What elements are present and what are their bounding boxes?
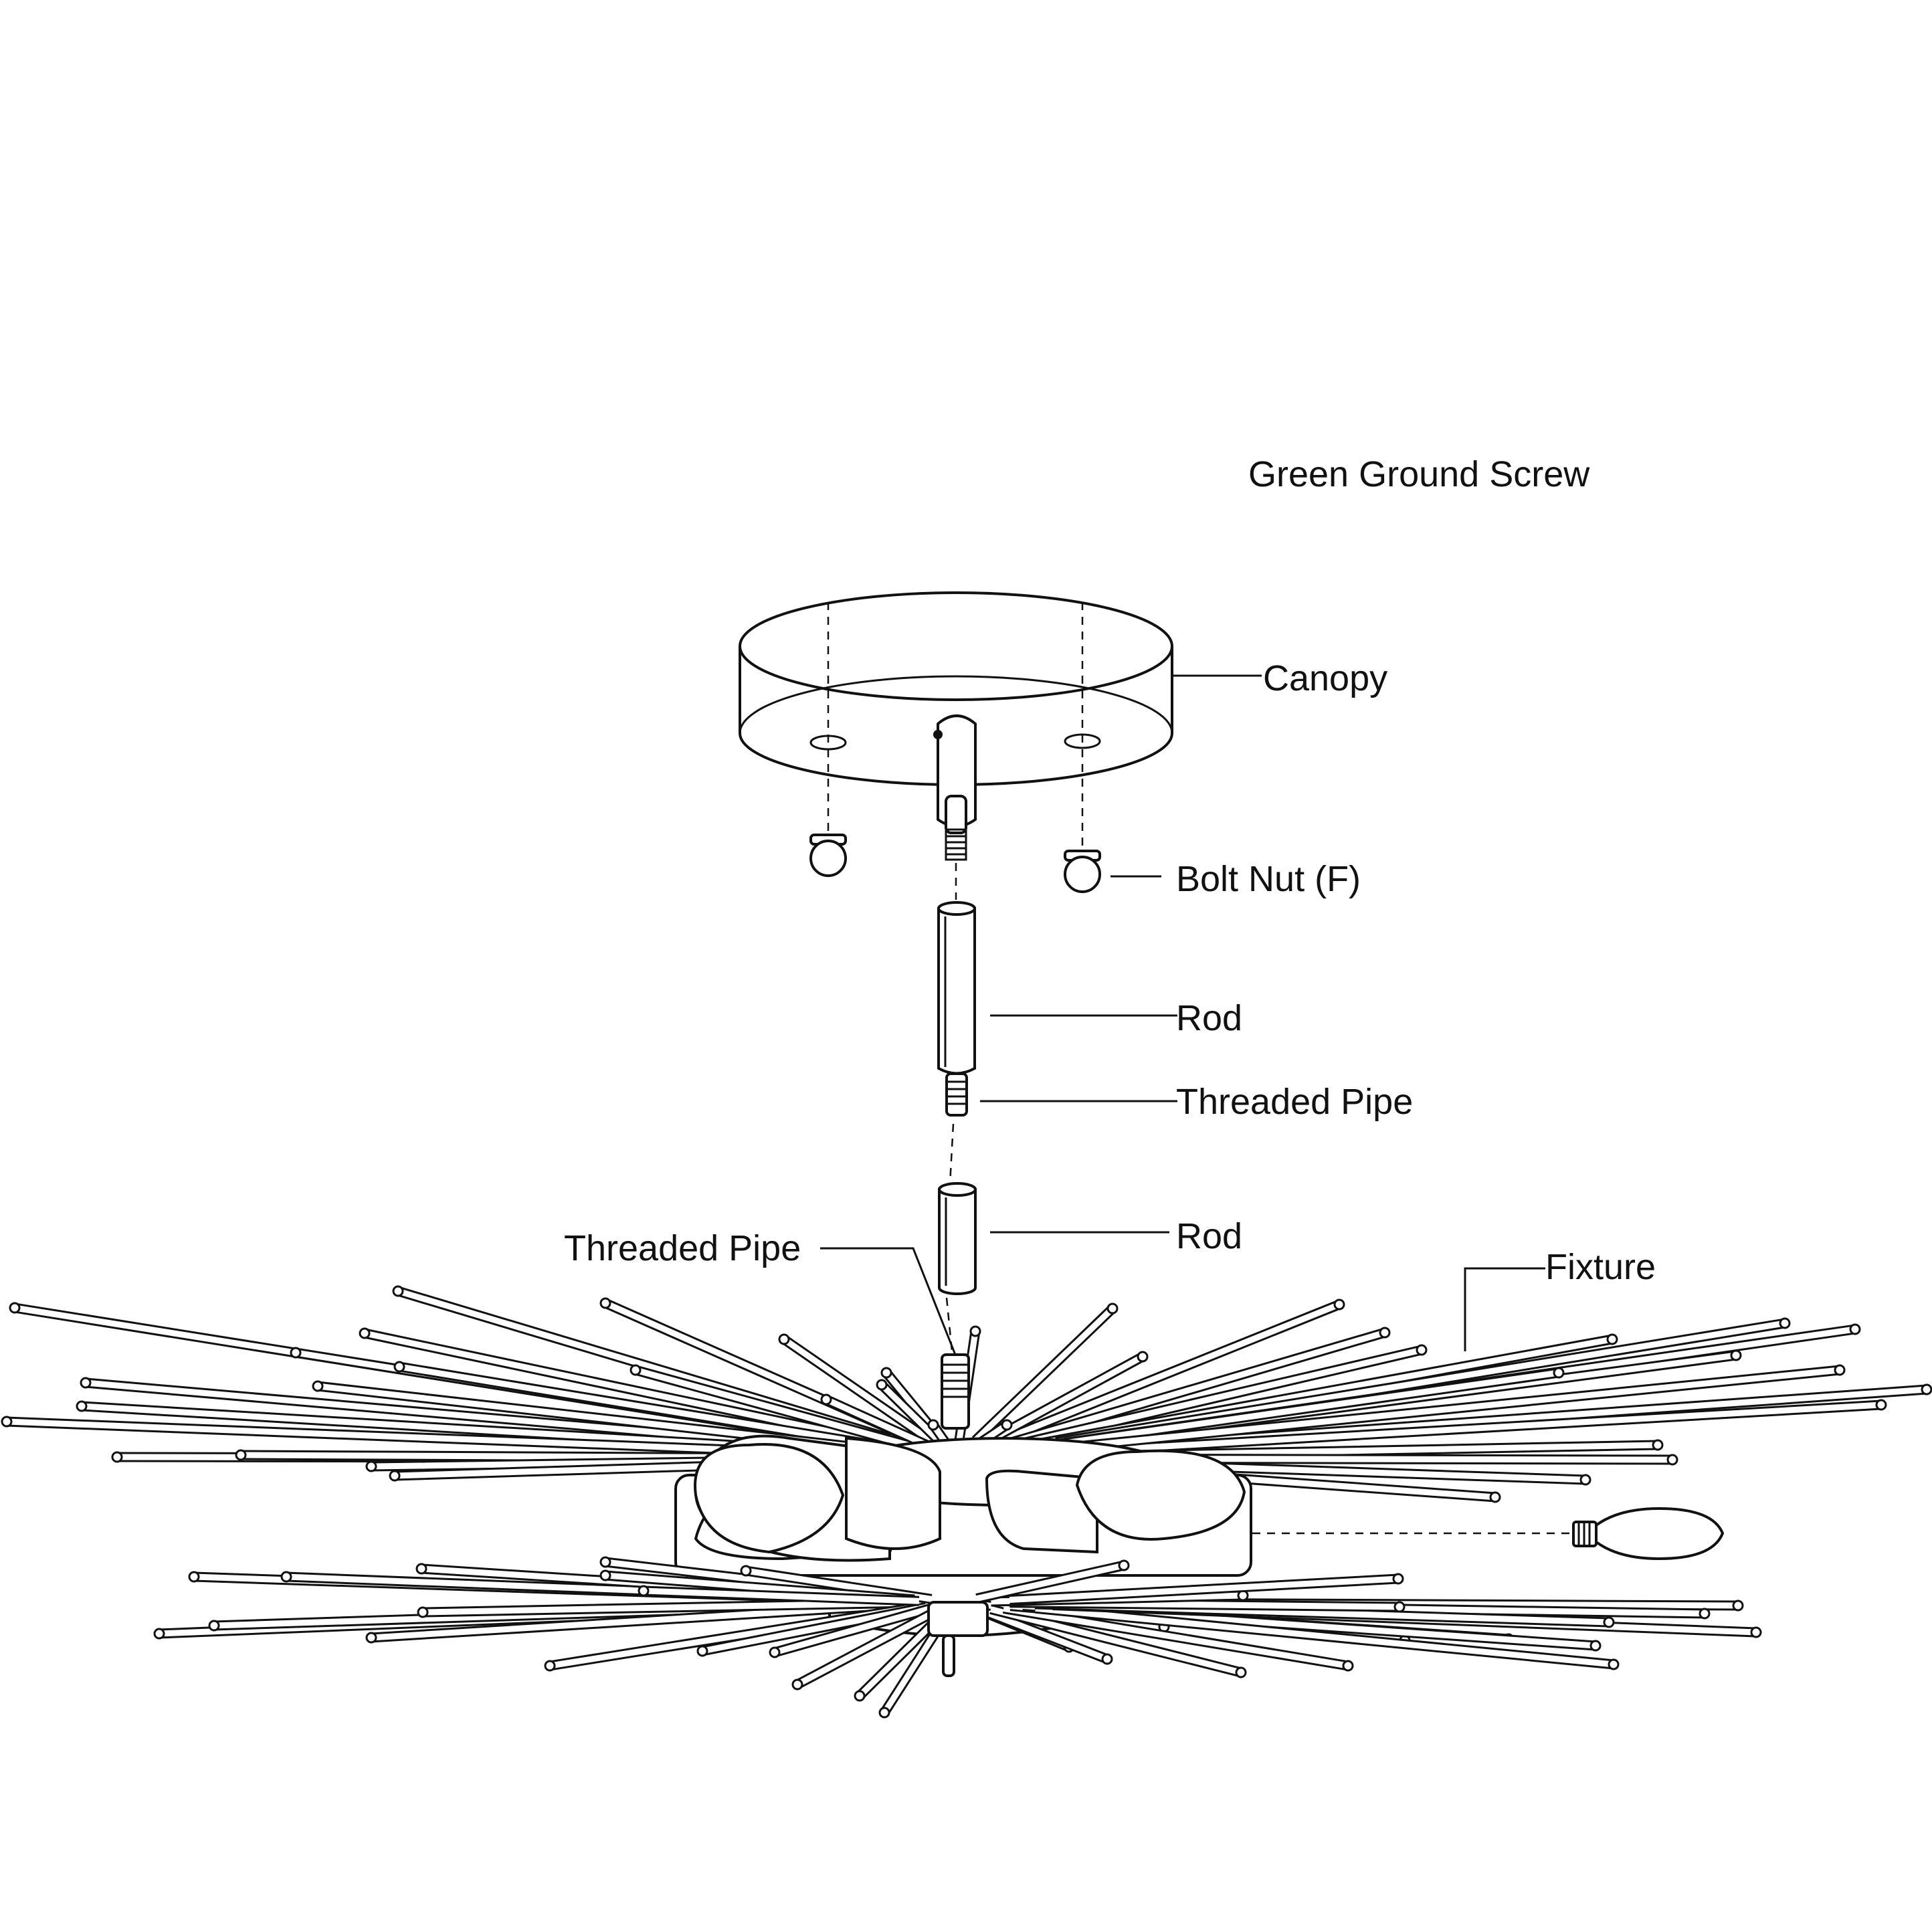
spare-bulb <box>1572 1507 1725 1561</box>
fixture-rod-end <box>359 1327 371 1339</box>
fixture-rod-end <box>188 1571 200 1583</box>
guide-lines <box>827 602 1573 1535</box>
mounting-stem <box>933 714 977 861</box>
label-threaded-pipe-right: Threaded Pipe <box>1176 1082 1413 1122</box>
fixture-rod-end <box>1699 1608 1711 1620</box>
fixture-rod-end <box>1379 1327 1391 1339</box>
fixture-rod-end <box>1730 1349 1742 1361</box>
fixture-rod-end <box>1603 1616 1615 1628</box>
label-canopy: Canopy <box>1263 658 1387 698</box>
fixture-rod-end <box>599 1556 611 1568</box>
fixture-rod-end <box>1392 1573 1404 1585</box>
fixture-rod-end <box>280 1571 292 1583</box>
fixture-rod-end <box>80 1377 92 1389</box>
fixture-rod-end <box>1834 1364 1846 1376</box>
fixture <box>1 1285 1932 1719</box>
fixture-rod-end <box>820 1393 832 1406</box>
label-fixture: Fixture <box>1545 1247 1656 1287</box>
fixture-rod-end <box>544 1660 556 1672</box>
fixture-rod-end <box>392 1285 404 1297</box>
fixture-rods-front <box>153 1556 1762 1719</box>
fixture-rod-end <box>1608 1658 1620 1670</box>
fixture-rod-end <box>969 1325 981 1337</box>
socket-left <box>845 1436 941 1550</box>
fixture-rod-end <box>1416 1344 1428 1356</box>
socket-right <box>985 1469 1098 1554</box>
fixture-rod-end <box>1606 1333 1618 1345</box>
fixture-rod-end <box>9 1302 21 1314</box>
bulb-right <box>1075 1449 1246 1541</box>
leader-lines <box>820 674 1545 1355</box>
fixture-rod-end <box>1652 1439 1664 1451</box>
fixture-rod-end <box>696 1645 708 1657</box>
fixture-threaded-pipe <box>941 1353 970 1430</box>
fixture-rod-end <box>1553 1367 1565 1379</box>
fixture-rod-end <box>878 1707 890 1719</box>
fixture-rod-end <box>1 1416 13 1428</box>
fixture-rod-end <box>1921 1383 1932 1395</box>
fixture-rod-end <box>880 1367 892 1379</box>
fixture-rod-end <box>876 1379 888 1391</box>
bolt-nut-left <box>809 834 847 877</box>
fixture-rod-end <box>415 1563 427 1575</box>
fixture-rod-end <box>1235 1666 1247 1678</box>
fixture-rod-end <box>1489 1491 1501 1503</box>
fixture-rod-end <box>76 1400 88 1412</box>
fixture-rod-end <box>1393 1601 1406 1613</box>
fixture-rod-end <box>630 1364 642 1376</box>
fixture-rod-end <box>1750 1626 1762 1638</box>
fixture-rod-end <box>1732 1600 1744 1612</box>
fixture-rod-end <box>854 1690 866 1702</box>
fixture-rod-end <box>1342 1660 1354 1672</box>
fixture-rod-end <box>1666 1454 1678 1466</box>
fixture-rod-end <box>769 1646 781 1658</box>
label-threaded-pipe-left: Threaded Pipe <box>564 1228 801 1268</box>
leader-fixture <box>1464 1267 1545 1351</box>
fixture-rod-end <box>1101 1653 1113 1665</box>
fixture-rod-end <box>290 1347 302 1359</box>
fixture-rod-end <box>740 1565 752 1577</box>
fixture-rod-end <box>1118 1559 1130 1571</box>
label-bolt-nut: Bolt Nut (F) <box>1176 859 1361 899</box>
label-rod-lower: Rod <box>1176 1216 1242 1256</box>
fixture-rod-end <box>208 1620 220 1632</box>
rod-lower <box>938 1182 977 1295</box>
label-rod-upper: Rod <box>1176 998 1242 1038</box>
fixture-rod-end <box>599 1297 611 1309</box>
leader-threaded-pipe-left <box>820 1247 957 1355</box>
fixture-rod-end <box>365 1632 377 1644</box>
bulb-left <box>694 1443 845 1554</box>
rod-upper <box>937 901 976 1075</box>
ground-screw-icon <box>933 730 943 739</box>
fixture-rod-end <box>1333 1298 1345 1311</box>
fixture-rod-end <box>312 1380 324 1392</box>
threaded-pipe-upper <box>945 1072 968 1117</box>
bolt-nut-right <box>1064 850 1101 893</box>
fixture-rod-end <box>1779 1317 1791 1329</box>
fixture-rod-end <box>1849 1323 1861 1335</box>
fixture-rod-end <box>235 1449 247 1461</box>
fixture-rod-end <box>417 1606 429 1618</box>
fixture-rod-end <box>393 1361 405 1373</box>
fixture-rod-end <box>153 1628 165 1640</box>
fixture-rod-end <box>791 1678 803 1691</box>
fixture-rod-end <box>1589 1640 1602 1652</box>
fixture-rod-end <box>389 1470 401 1482</box>
label-green-ground-screw: Green Ground Screw <box>1248 454 1590 494</box>
fixture-finial <box>927 1601 989 1677</box>
fixture-rod-end <box>778 1333 790 1345</box>
fixture-rod-end <box>599 1569 611 1581</box>
fixture-rod-end <box>365 1460 377 1472</box>
fixture-rod-end <box>111 1451 123 1463</box>
fixture-body <box>674 1434 1252 1637</box>
fixture-rod-end <box>1106 1302 1119 1315</box>
fixture-rod-end <box>1579 1474 1591 1486</box>
fixture-rod-end <box>1001 1419 1013 1431</box>
fixture-rod-end <box>1137 1351 1149 1363</box>
fixture-rod-end <box>638 1585 650 1597</box>
fixture-rod-end <box>1875 1399 1887 1411</box>
fixture-rod-end <box>927 1419 939 1431</box>
